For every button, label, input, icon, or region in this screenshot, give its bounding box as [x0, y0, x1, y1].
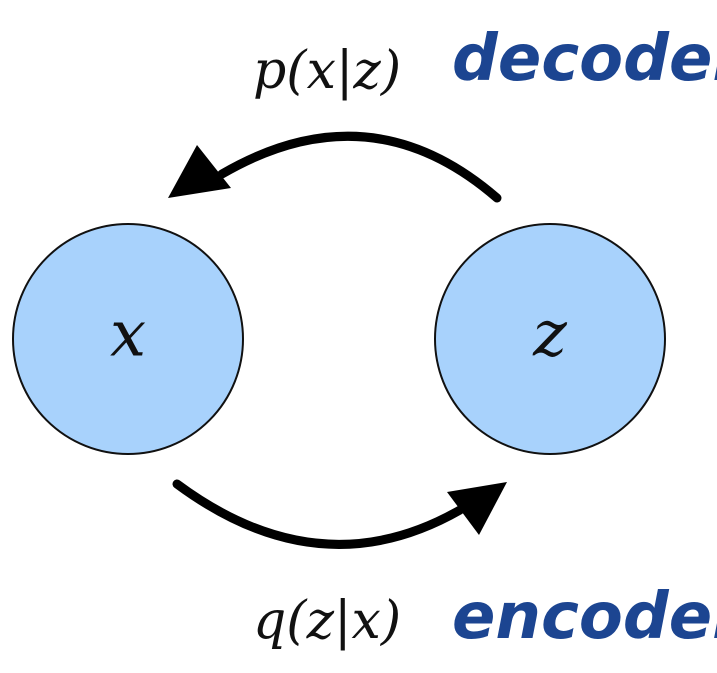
node-x: x: [12, 223, 244, 455]
decoder-arrow: [168, 131, 502, 203]
encoder-arrow: [172, 479, 507, 549]
node-x-label: x: [110, 298, 146, 372]
encoder-formula: q(z|x): [253, 591, 401, 651]
encoder-label-group: q(z|x) encoder: [253, 580, 717, 654]
node-x-circle: [12, 223, 244, 455]
encoder-arrow-shaft: [172, 479, 465, 549]
node-z: z: [434, 223, 666, 455]
encoder-arrow-head: [447, 482, 507, 535]
encoder-name: encoder: [452, 580, 717, 654]
node-z-label: z: [532, 298, 568, 372]
decoder-formula: p(x|z): [253, 41, 401, 101]
decoder-label-group: p(x|z) decoder: [253, 22, 717, 101]
decoder-name: decoder: [452, 22, 717, 96]
node-z-circle: [434, 223, 666, 455]
decoder-arrow-head: [168, 145, 231, 198]
decoder-arrow-shaft: [217, 131, 502, 203]
